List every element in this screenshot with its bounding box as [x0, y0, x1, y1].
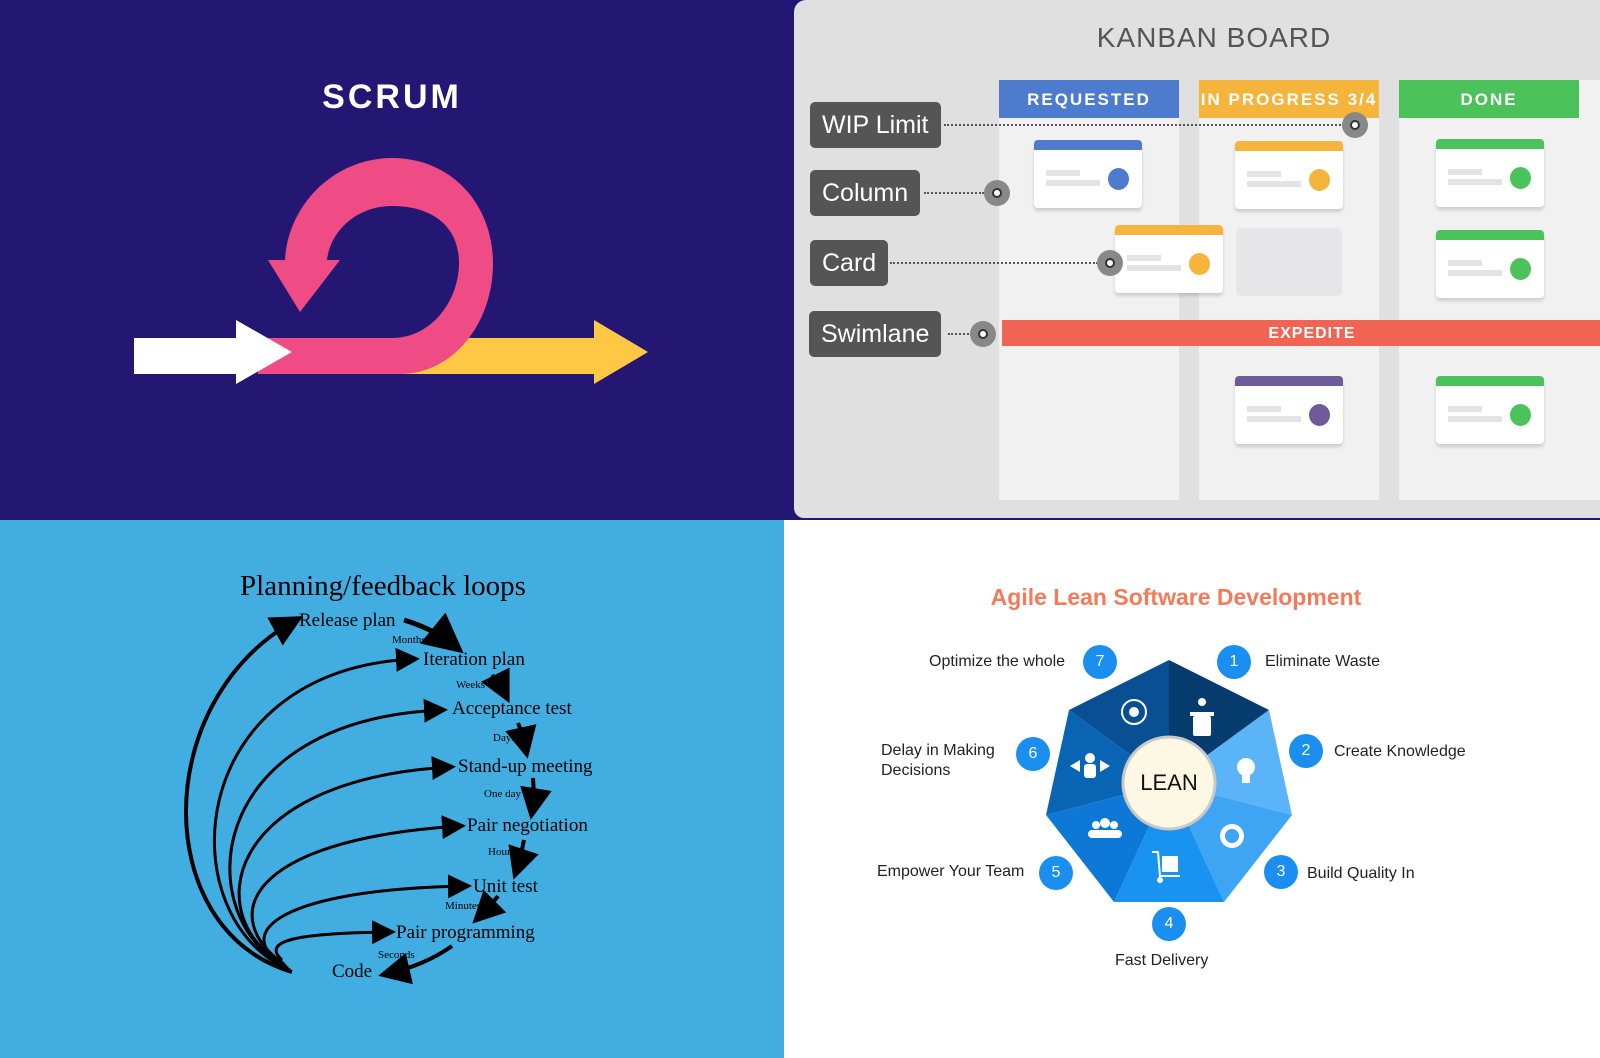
loop-node: Pair programming	[396, 922, 535, 943]
principle-label: Delay in Making Decisions	[881, 742, 995, 779]
step-arrow-oneday	[520, 777, 552, 820]
column-header: DONE	[1399, 80, 1579, 118]
loop-arrow-pairprog	[274, 920, 396, 962]
principle-number: 5	[1039, 856, 1073, 890]
loop-duration: Hours	[488, 846, 515, 858]
callout-line	[944, 124, 1344, 126]
badge-check-icon	[1220, 824, 1244, 848]
lean-panel: Agile Lean Software Development	[784, 520, 1600, 1058]
swimlane-expedite: EXPEDITE	[1002, 320, 1600, 346]
segment-4	[1114, 783, 1224, 902]
principle-label: Build Quality In	[1307, 865, 1415, 882]
column-header: REQUESTED	[999, 80, 1179, 118]
kanban-card[interactable]	[1436, 139, 1544, 207]
callout-swimlane: Swimlane	[809, 311, 942, 357]
loop-arrow-unittest	[262, 874, 472, 964]
principle-number: 2	[1289, 734, 1323, 768]
scrum-title: SCRUM	[322, 78, 462, 116]
kanban-title: KANBAN BOARD	[1096, 22, 1332, 53]
callout-marker	[1097, 250, 1123, 276]
loop-arrow-iteration	[212, 647, 420, 972]
loop-node: Code	[332, 961, 373, 982]
lean-center	[1121, 735, 1217, 831]
callout-line	[890, 262, 1098, 264]
decision-arrows-icon	[1070, 753, 1110, 778]
callout-marker	[1342, 112, 1368, 138]
sprint-loop-arrow	[258, 158, 493, 374]
loop-duration: Minutes	[445, 900, 482, 912]
input-arrow	[134, 320, 292, 384]
gear-cycle-icon	[1121, 699, 1147, 725]
loop-node: Iteration plan	[423, 649, 525, 670]
output-arrow	[400, 320, 648, 384]
column-header: IN PROGRESS 3/4	[1199, 80, 1379, 118]
principle-number: 4	[1152, 907, 1186, 941]
loop-node: Unit test	[473, 876, 538, 897]
step-arrow-seconds	[378, 944, 454, 985]
kanban-card[interactable]	[1115, 225, 1223, 293]
principle-number: 1	[1217, 645, 1251, 679]
step-arrow-hours	[508, 839, 539, 880]
principle-label: Optimize the whole	[929, 653, 1066, 670]
callout-column: Column	[810, 170, 921, 216]
callout-line	[924, 192, 984, 194]
loop-duration: Months	[392, 634, 426, 646]
lightbulb-icon	[1237, 758, 1255, 783]
principle-number: 7	[1083, 645, 1117, 679]
principle-number: 6	[1016, 737, 1050, 771]
loops-title: Planning/feedback loops	[240, 570, 526, 602]
principle-label: Eliminate Waste	[1265, 653, 1380, 670]
loop-node: Stand-up meeting	[458, 756, 593, 777]
loop-node: Release plan	[299, 610, 396, 631]
lean-title: Agile Lean Software Development	[990, 584, 1362, 610]
kanban-card[interactable]	[1436, 230, 1544, 298]
step-arrow-months	[403, 612, 464, 654]
callout-line	[948, 333, 972, 335]
principle-label: Fast Delivery	[1115, 952, 1209, 969]
callout-card: Card	[810, 240, 889, 286]
loop-duration: Seconds	[378, 949, 415, 961]
principle-number: 3	[1264, 855, 1298, 889]
step-arrow-minutes	[472, 889, 507, 924]
feedback-loops-panel: Planning/feedback loops Release plan Ite…	[0, 520, 784, 1058]
kanban-card[interactable]	[1235, 376, 1343, 444]
step-arrow-days	[505, 722, 537, 759]
card-placeholder	[1236, 228, 1342, 296]
callout-marker	[970, 321, 996, 347]
scrum-loop-diagram	[134, 158, 648, 384]
loop-duration: Days	[493, 732, 516, 744]
callout-wip-limit: WIP Limit	[810, 102, 941, 148]
loop-arrow-release	[184, 616, 304, 974]
step-arrow-weeks	[480, 667, 510, 704]
kanban-board: KANBAN BOARD REQUESTED IN PROGRESS 3/4 D…	[794, 0, 1600, 518]
loop-duration: Weeks	[456, 679, 486, 691]
trash-icon	[1190, 698, 1214, 736]
scrum-panel: SCRUM	[0, 0, 784, 520]
kanban-card[interactable]	[1436, 376, 1544, 444]
team-icon	[1088, 818, 1122, 838]
loop-duration: One day	[484, 788, 521, 800]
kanban-card[interactable]	[1034, 140, 1142, 208]
loop-node: Acceptance test	[452, 698, 572, 719]
kanban-card[interactable]	[1235, 141, 1343, 209]
loop-node: Pair negotiation	[467, 815, 588, 836]
loop-arrow-standup	[237, 756, 456, 968]
lean-center-label: LEAN	[1140, 770, 1198, 795]
kanban-panel: KANBAN BOARD REQUESTED IN PROGRESS 3/4 D…	[784, 0, 1600, 520]
callout-marker	[984, 180, 1010, 206]
delivery-cart-icon	[1152, 851, 1180, 883]
feedback-loop-arrows	[184, 612, 552, 985]
principle-label: Empower Your Team	[877, 863, 1025, 880]
principle-label: Create Knowledge	[1334, 743, 1466, 760]
lean-heptagon	[1046, 660, 1292, 902]
